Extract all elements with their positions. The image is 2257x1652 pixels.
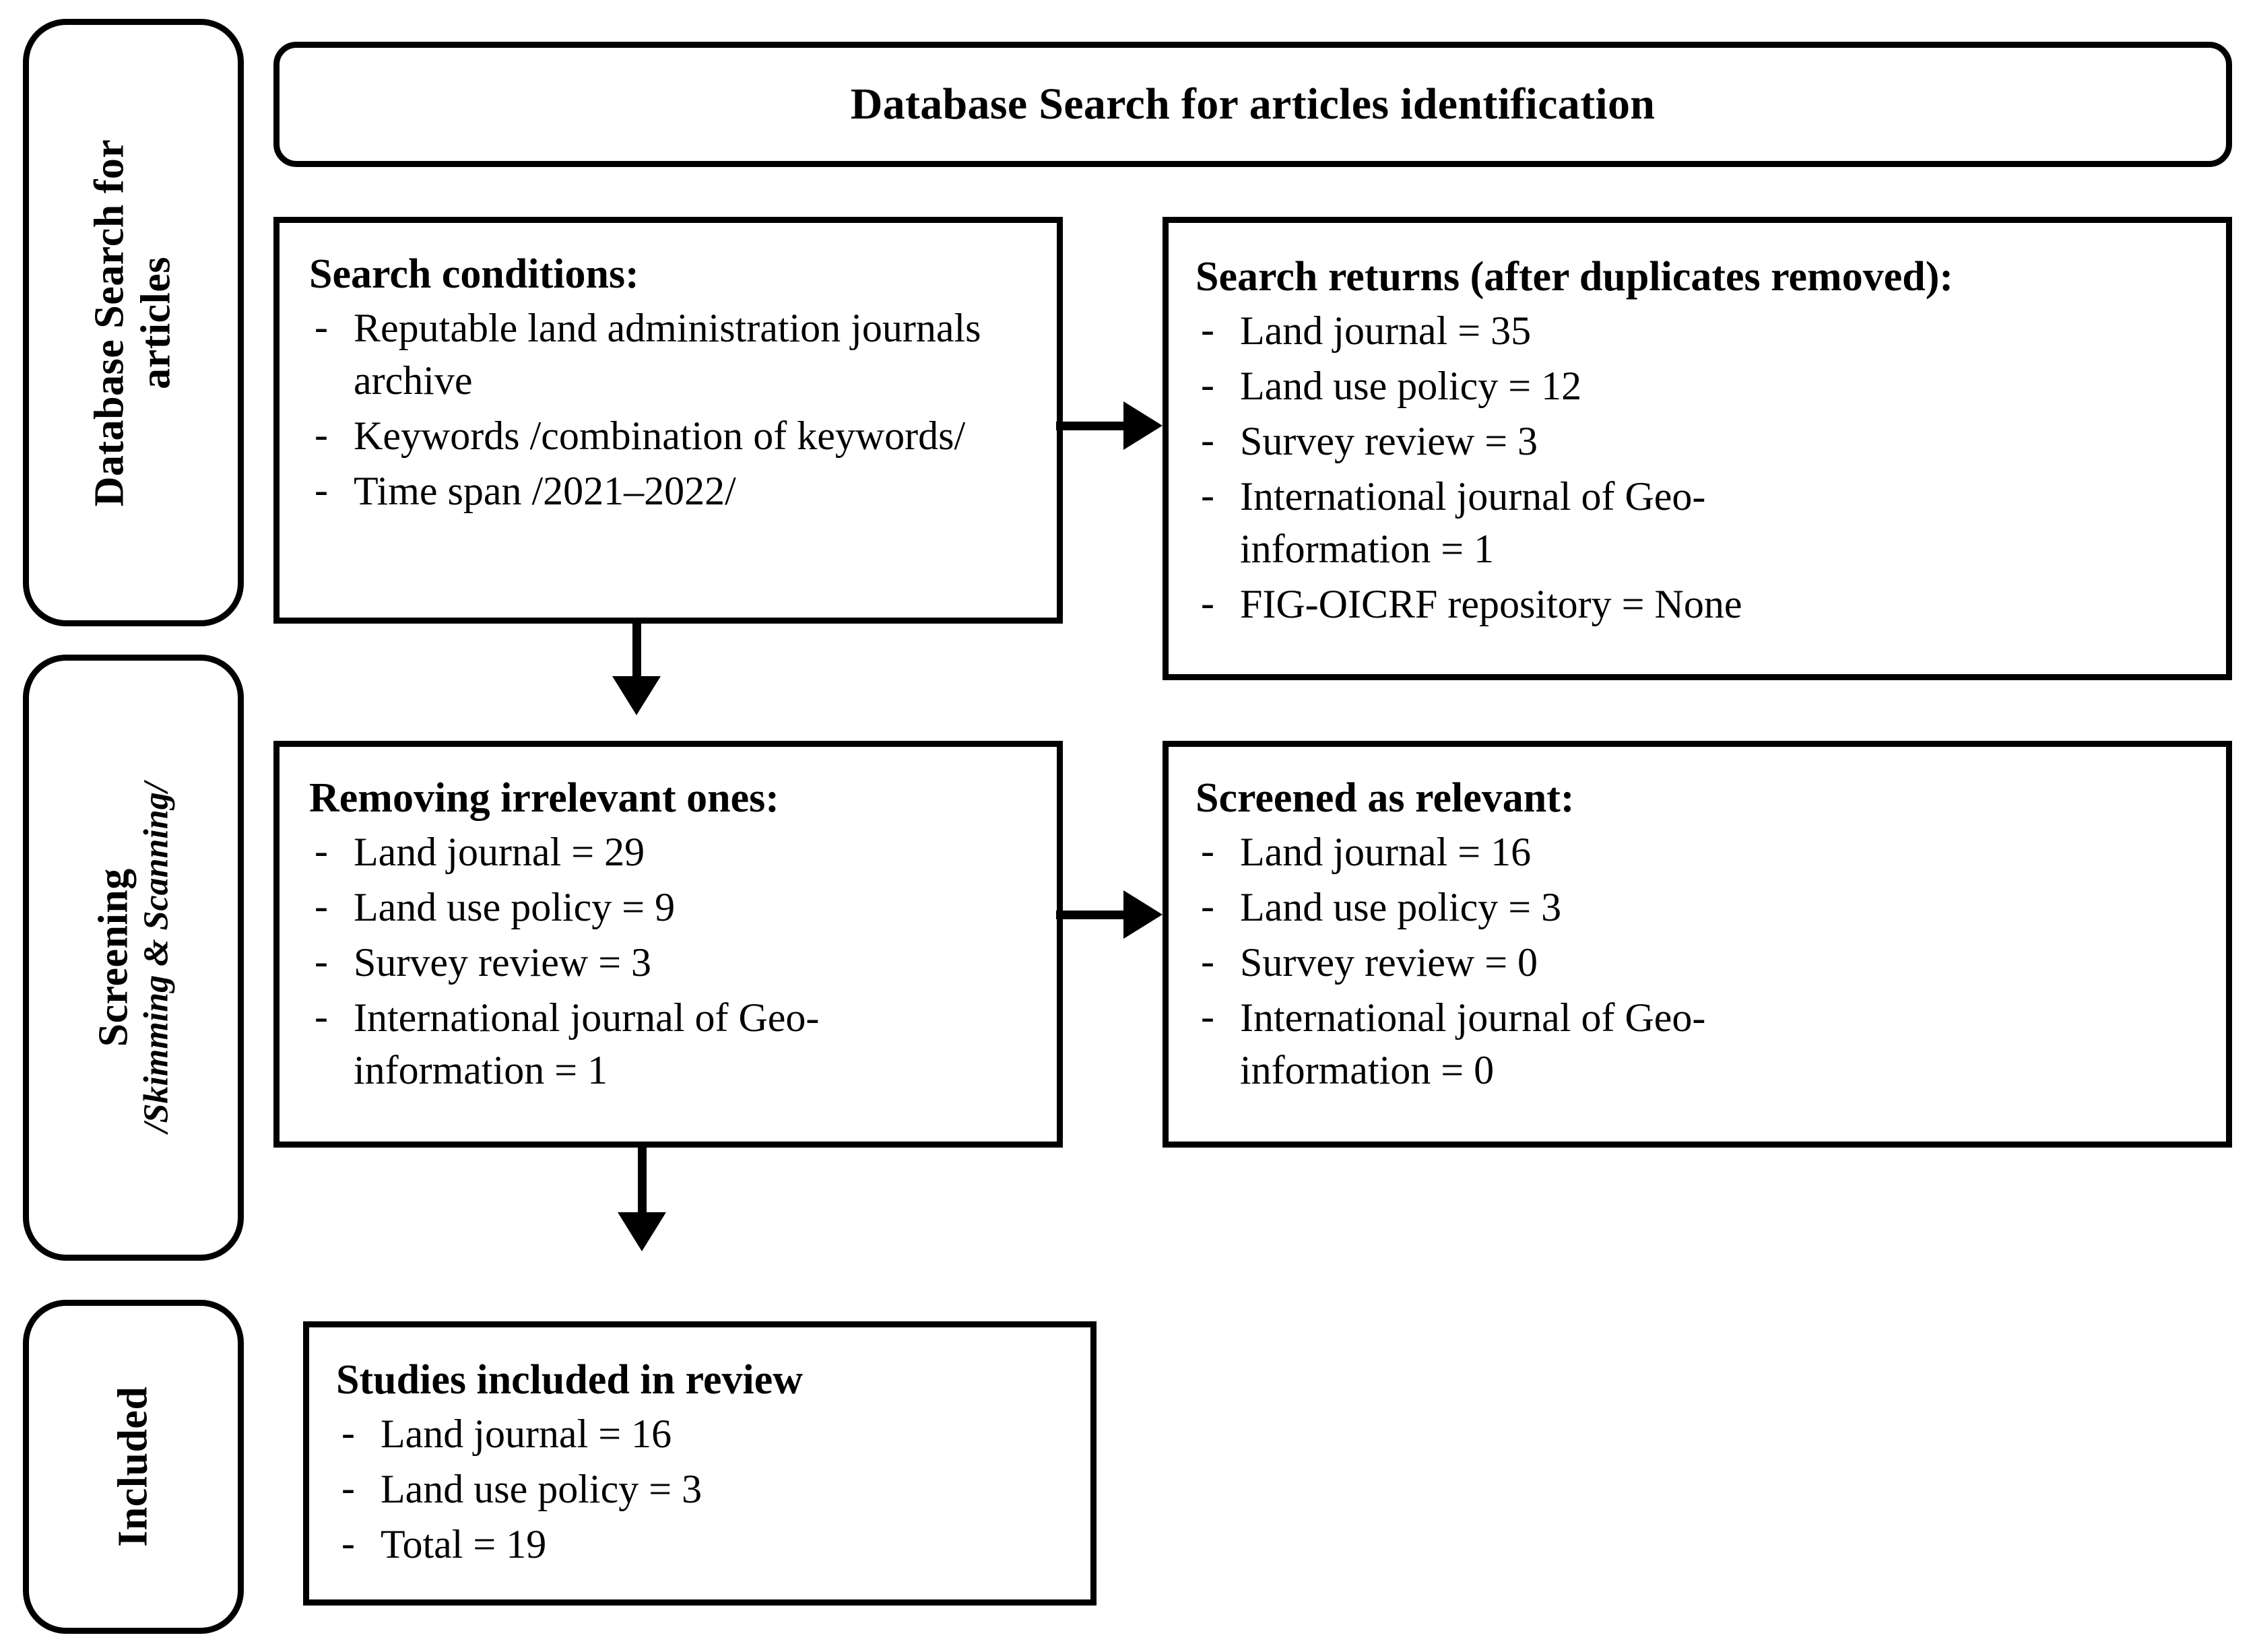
stage-label-identification: Database Search for articles — [87, 139, 181, 506]
screened-relevant-title: Screened as relevant: — [1196, 775, 1575, 821]
box-search-conditions: Search conditions: Reputable land admini… — [273, 217, 1063, 624]
stage-pill-screening: Screening /Skimming & Scanning/ — [23, 655, 244, 1261]
stage-label-included: Included — [110, 1387, 156, 1547]
removing-irrelevant-title: Removing irrelevant ones: — [309, 775, 779, 821]
stage-label-identification-line1: Database Search for — [86, 139, 133, 506]
arrow-conditions-to-returns-icon — [1056, 401, 1163, 450]
stage-label-screening: Screening /Skimming & Scanning/ — [90, 783, 176, 1133]
list-item: Land journal = 16 — [336, 1406, 1070, 1460]
list-item: Survey review = 3 — [309, 935, 1037, 989]
box-search-returns: Search returns (after duplicates removed… — [1163, 217, 2232, 680]
list-item: Land use policy = 3 — [336, 1461, 1070, 1515]
box-removing-irrelevant: Removing irrelevant ones: Land journal =… — [273, 741, 1063, 1148]
stage-pill-included: Included — [23, 1300, 244, 1634]
list-item: Time span /2021–2022/ — [309, 463, 1037, 517]
diagram-header-title: Database Search for articles identificat… — [850, 79, 1656, 129]
list-item: Land use policy = 3 — [1196, 880, 2206, 933]
search-returns-list: Land journal = 35 Land use policy = 12 S… — [1196, 303, 2206, 630]
list-item: International journal of Geo-information… — [309, 990, 886, 1096]
removing-irrelevant-list: Land journal = 29 Land use policy = 9 Su… — [309, 824, 1037, 1096]
box-studies-included: Studies included in review Land journal … — [303, 1321, 1097, 1606]
list-item: Keywords /combination of keywords/ — [309, 408, 1037, 462]
studies-included-title: Studies included in review — [336, 1357, 804, 1403]
list-item: Land journal = 29 — [309, 824, 1037, 878]
list-item: Survey review = 3 — [1196, 414, 2206, 467]
stage-label-included-line1: Included — [110, 1386, 156, 1548]
search-conditions-list: Reputable land administration journals a… — [309, 300, 1037, 517]
list-item: Land journal = 35 — [1196, 303, 2206, 357]
arrow-conditions-to-removing-icon — [612, 620, 661, 715]
diagram-header-box: Database Search for articles identificat… — [273, 42, 2232, 167]
stage-pill-identification: Database Search for articles — [23, 19, 244, 626]
list-item: Land use policy = 12 — [1196, 358, 2206, 412]
list-item: Land use policy = 9 — [309, 880, 1037, 933]
list-item: Land journal = 16 — [1196, 824, 2206, 878]
list-item: FIG-OICRF repository = None — [1196, 576, 2206, 630]
box-screened-relevant: Screened as relevant: Land journal = 16 … — [1163, 741, 2232, 1148]
list-item: International journal of Geo-information… — [1196, 469, 1765, 575]
stage-label-screening-line1: Screening — [90, 868, 137, 1047]
list-item: Reputable land administration journals a… — [309, 300, 1037, 407]
list-item: International journal of Geo-information… — [1196, 990, 1772, 1096]
list-item: Survey review = 0 — [1196, 935, 2206, 989]
stage-label-screening-line2: /Skimming & Scanning/ — [137, 782, 176, 1133]
arrow-removing-to-screened-icon — [1056, 890, 1163, 939]
search-returns-title: Search returns (after duplicates removed… — [1196, 254, 1953, 300]
list-item: Total = 19 — [336, 1517, 1070, 1571]
arrow-removing-to-included-icon — [618, 1145, 666, 1251]
studies-included-list: Land journal = 16 Land use policy = 3 To… — [336, 1406, 1070, 1571]
stage-label-identification-line2: articles — [133, 256, 179, 389]
search-conditions-title: Search conditions: — [309, 251, 639, 297]
screened-relevant-list: Land journal = 16 Land use policy = 3 Su… — [1196, 824, 2206, 1096]
